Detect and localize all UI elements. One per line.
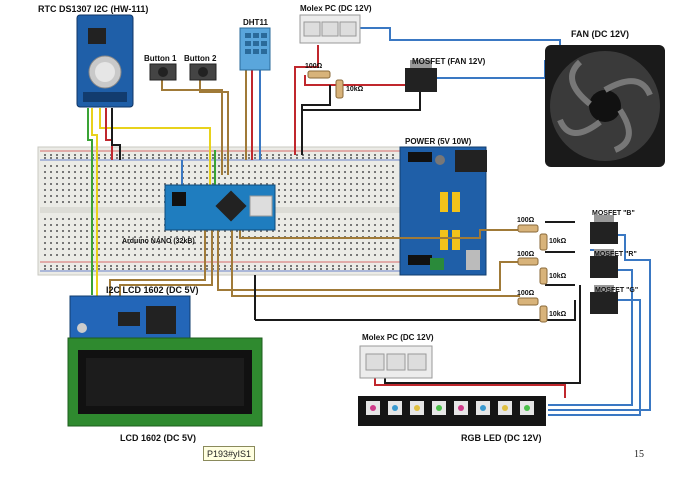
led-chip [370,405,376,411]
led-chip [480,405,486,411]
lcd-1602 [67,337,263,427]
mosfet-g [590,285,618,314]
label-res-b-100: 100Ω [517,217,535,224]
label-lcd: LCD 1602 (DC 5V) [120,433,196,443]
label-dht: DHT11 [243,18,268,27]
led-chip [392,405,398,411]
label-res-g-100: 100Ω [517,290,535,297]
arduino-nano [164,184,276,231]
label-rtc: RTC DS1307 I2C (HW-111) [38,4,148,14]
label-arduino: Arduino NANO (32kB) [122,238,195,245]
resistor-r-100 [517,257,539,266]
label-lcd-i2c: I2C LCD 1602 (DC 5V) [106,285,199,295]
label-res-r-100: 100Ω [517,251,535,258]
button-1 [149,63,177,81]
led-chip [414,405,420,411]
mosfet-b [590,215,618,244]
button-2 [189,63,217,81]
label-rgb: RGB LED (DC 12V) [461,433,542,443]
label-res-g-10k: 10kΩ [549,311,567,318]
label-fan: FAN (DC 12V) [571,29,629,39]
label-mosfet-b: MOSFET "B" [592,210,635,217]
resistor-g-10k [539,305,548,323]
label-mosfet-g: MOSFET "G" [595,287,638,294]
led-chip [458,405,464,411]
page-number: 15 [634,449,644,460]
label-molex-top: Molex PC (DC 12V) [300,4,372,13]
label-power: POWER (5V 10W) [405,137,472,146]
resistor-r-10k [539,267,548,285]
molex-top [299,14,361,44]
led-chip [436,405,442,411]
molex-bottom [359,345,433,379]
label-res-fan-10k: 10kΩ [346,86,364,93]
label-res-b-10k: 10kΩ [549,238,567,245]
resistor-fan-10k [335,79,344,99]
power-module [399,146,487,276]
dht11-sensor [239,27,271,71]
rgb-led-strip [358,396,546,426]
label-button2: Button 2 [184,54,217,63]
resistor-b-10k [539,233,548,251]
label-res-r-10k: 10kΩ [549,273,567,280]
fan [545,45,665,167]
led-chip [502,405,508,411]
resistor-fan-100 [307,70,331,79]
mosfet-r [590,249,618,278]
label-molex-bottom: Molex PC (DC 12V) [362,333,434,342]
label-button1: Button 1 [144,54,177,63]
label-mosfet-fan: MOSFET (FAN 12V) [412,57,486,66]
label-res-fan-100: 100Ω [305,63,323,70]
label-mosfet-r: MOSFET "R" [594,251,637,258]
labels: RTC DS1307 I2C (HW-111) DHT11 Button 1 B… [38,4,638,443]
reference-tag: P193#yIS1 [203,446,255,461]
rtc-module [76,14,134,108]
resistor-g-100 [517,297,539,306]
led-chip [524,405,530,411]
resistors-rgb [517,224,548,323]
mosfet-fan [405,60,437,92]
resistor-b-100 [517,224,539,233]
